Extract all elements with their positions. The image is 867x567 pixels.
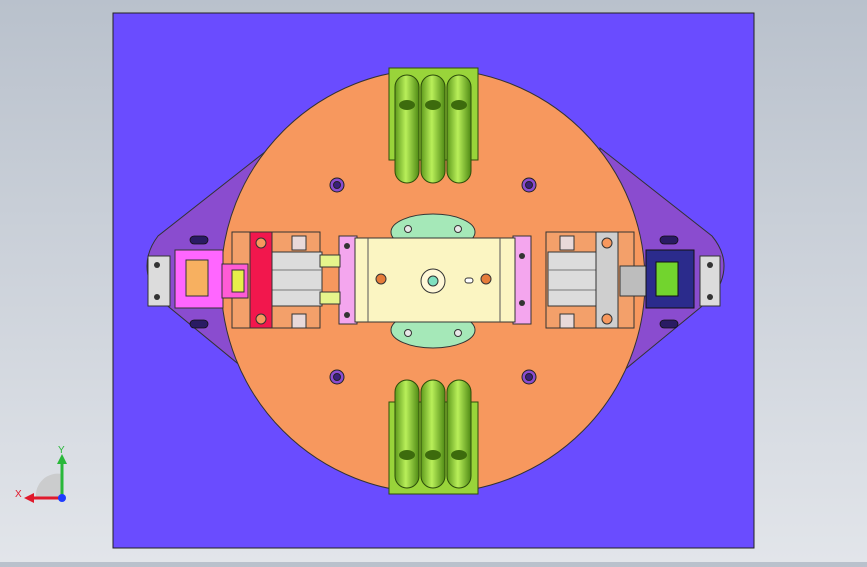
- wing-holes: [189, 235, 679, 329]
- cylinder-mount-right[interactable]: [512, 235, 532, 325]
- coordinate-triad: X Y: [10, 440, 80, 510]
- bottom-roller-assembly[interactable]: [388, 379, 479, 495]
- triad-graphic: X Y: [15, 445, 67, 503]
- right-clamp-jaw[interactable]: [619, 249, 721, 309]
- y-axis-label: Y: [58, 445, 65, 456]
- left-clamp-jaw[interactable]: [147, 249, 249, 309]
- cylinder-mount-left[interactable]: [338, 235, 358, 325]
- z-axis-dot: [58, 494, 66, 502]
- disc-mount-holes: [329, 177, 537, 385]
- center-cylinder[interactable]: [344, 237, 525, 323]
- right-slide-assembly[interactable]: [545, 231, 635, 329]
- top-roller-assembly[interactable]: [388, 67, 479, 184]
- x-axis-label: X: [15, 489, 22, 500]
